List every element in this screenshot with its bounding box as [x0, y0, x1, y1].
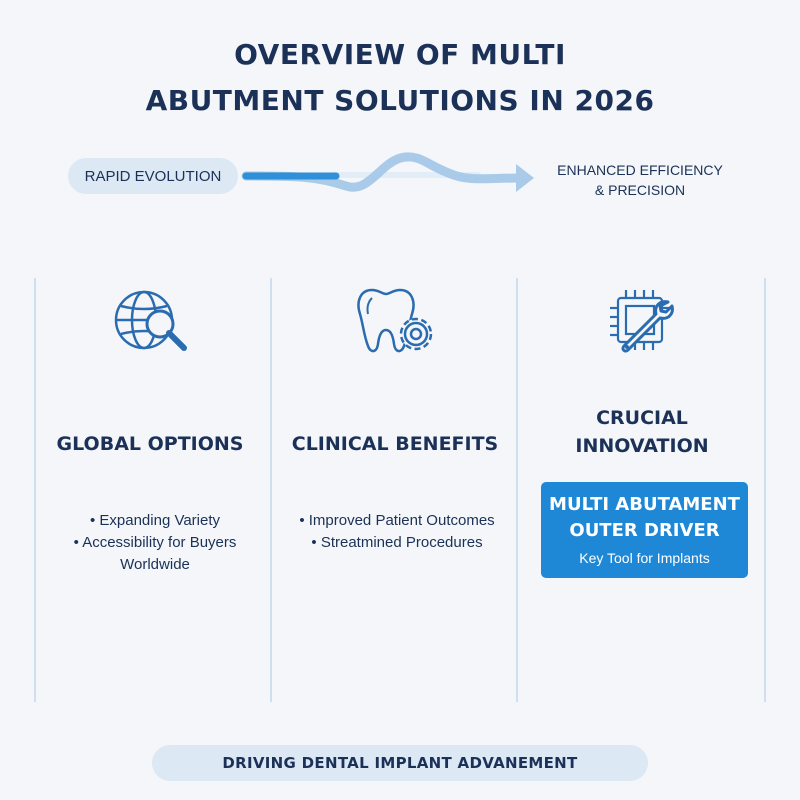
title-line-2: ABUTMENT SOLUTIONS IN 2026 — [145, 84, 655, 117]
footer-banner: DRIVING DENTAL IMPLANT ADVANEMENT — [152, 745, 648, 781]
footer-label: DRIVING DENTAL IMPLANT ADVANEMENT — [222, 754, 578, 772]
divider-2 — [270, 278, 272, 702]
list-item: Streatmined Procedures — [282, 532, 512, 554]
tooth-gear-icon — [357, 288, 433, 353]
evolution-flow-arrow — [241, 152, 534, 192]
flow-wave — [241, 152, 531, 192]
callout-subtitle: Key Tool for Implants — [579, 550, 710, 566]
divider-4 — [764, 278, 766, 702]
list-item: Accessibility for Buyers Worldwide — [55, 532, 255, 576]
efficiency-label: ENHANCED EFFICIENCY & PRECISION — [540, 160, 740, 200]
arrowhead-icon — [516, 164, 534, 192]
globe-search-icon — [114, 290, 187, 351]
page-title: OVERVIEW OF MULTI ABUTMENT SOLUTIONS IN … — [0, 32, 800, 124]
rapid-evolution-pill: RAPID EVOLUTION — [68, 158, 238, 194]
callout-title-line-1: MULTI ABUTAMENT — [549, 494, 740, 515]
chip-wrench-icon — [610, 290, 674, 353]
crucial-innovation-title: CRUCIAL INNOVATION — [527, 404, 757, 460]
global-options-list: Expanding Variety Accessibility for Buye… — [55, 510, 255, 576]
callout-title-line-2: OUTER DRIVER — [569, 520, 720, 541]
clinical-benefits-title: CLINICAL BENEFITS — [291, 433, 499, 455]
global-options-title: GLOBAL OPTIONS — [56, 433, 244, 455]
crucial-innovation-line-1: CRUCIAL — [596, 407, 688, 429]
list-item: Expanding Variety — [55, 510, 255, 532]
rapid-evolution-label: RAPID EVOLUTION — [84, 167, 222, 185]
callout-title: MULTI ABUTAMENT OUTER DRIVER — [541, 492, 748, 544]
divider-3 — [516, 278, 518, 702]
clinical-benefits-list: Improved Patient Outcomes Streatmined Pr… — [282, 510, 512, 554]
outer-driver-callout: MULTI ABUTAMENT OUTER DRIVER Key Tool fo… — [541, 482, 748, 578]
divider-1 — [34, 278, 36, 702]
crucial-innovation-line-2: INNOVATION — [575, 435, 709, 457]
efficiency-label-line-2: & PRECISION — [594, 182, 686, 198]
efficiency-label-line-1: ENHANCED EFFICIENCY — [557, 162, 723, 178]
list-item: Improved Patient Outcomes — [282, 510, 512, 532]
title-line-1: OVERVIEW OF MULTI — [234, 38, 566, 71]
